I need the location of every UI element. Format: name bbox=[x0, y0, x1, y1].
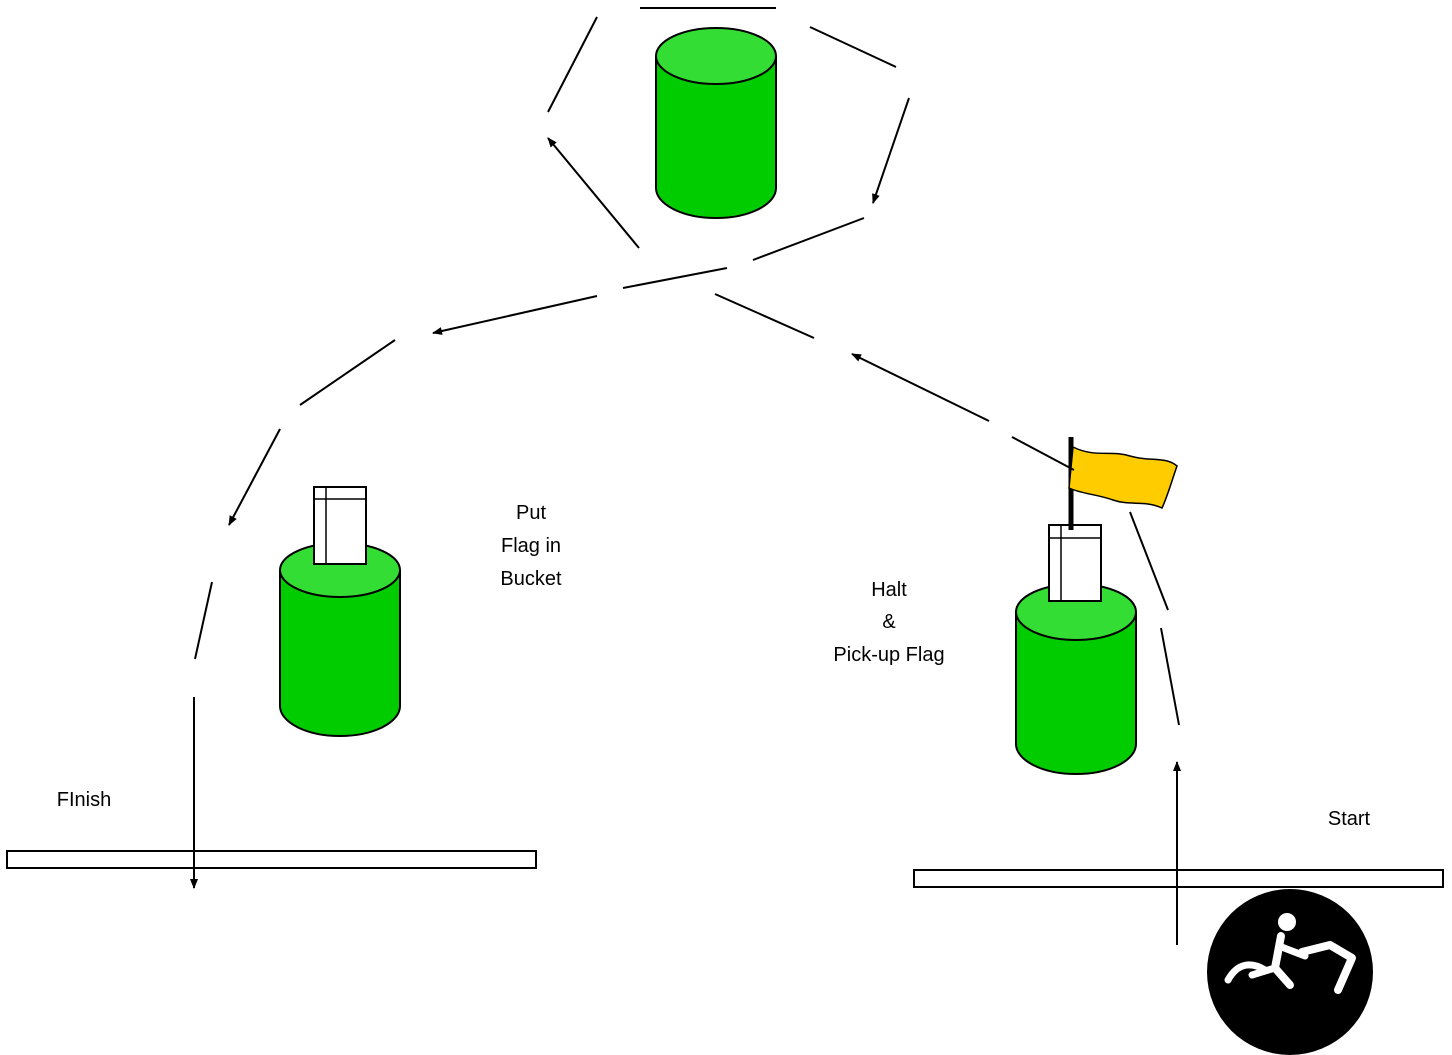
right-barrel bbox=[1015, 583, 1137, 775]
put-flag-label-line1: Put bbox=[516, 502, 546, 524]
halt-label-line2: & bbox=[882, 611, 896, 633]
right-bucket bbox=[1048, 524, 1102, 602]
race-route bbox=[190, 7, 1181, 945]
start-label: Start bbox=[1328, 808, 1371, 830]
flag-icon bbox=[1068, 437, 1178, 530]
finish-line bbox=[6, 850, 537, 869]
left-barrel bbox=[279, 542, 401, 737]
start-line bbox=[913, 869, 1444, 888]
finish-label: FInish bbox=[57, 789, 111, 811]
top-barrel bbox=[655, 27, 777, 219]
horse-rider-icon bbox=[1207, 889, 1373, 1055]
put-flag-label-line3: Bucket bbox=[500, 568, 562, 590]
put-flag-label-line2: Flag in bbox=[501, 535, 561, 557]
left-bucket bbox=[313, 486, 367, 565]
halt-label-line1: Halt bbox=[871, 579, 907, 601]
halt-label-line3: Pick-up Flag bbox=[833, 644, 944, 666]
